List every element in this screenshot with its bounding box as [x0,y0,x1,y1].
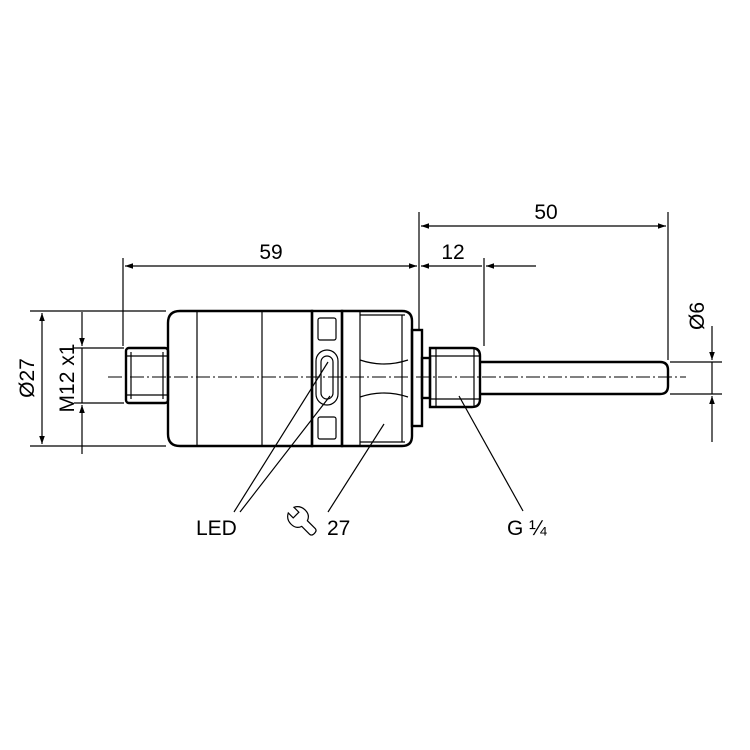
hex-nut [340,309,414,448]
wrench-icon [287,506,317,536]
dim-12: 12 [441,241,464,264]
g14-fitting [420,346,482,409]
led-label: LED [196,517,237,540]
m12-connector [124,346,170,405]
leader-lines [233,361,524,513]
process-thread-label: G ¼ [507,517,547,540]
sensor-body [124,309,670,448]
led-ring [310,309,344,448]
main-housing [166,309,314,448]
dim-59: 59 [259,241,282,264]
wrench-size-label: 27 [327,517,350,540]
dim-connector-thread: M12 x1 [56,344,79,413]
dim-probe-diameter: Ø6 [686,302,709,330]
dim-50: 50 [534,201,557,224]
collar [410,328,424,428]
dimension-lines [30,212,722,454]
dim-body-diameter: Ø27 [16,358,39,398]
probe-tube [480,360,670,396]
